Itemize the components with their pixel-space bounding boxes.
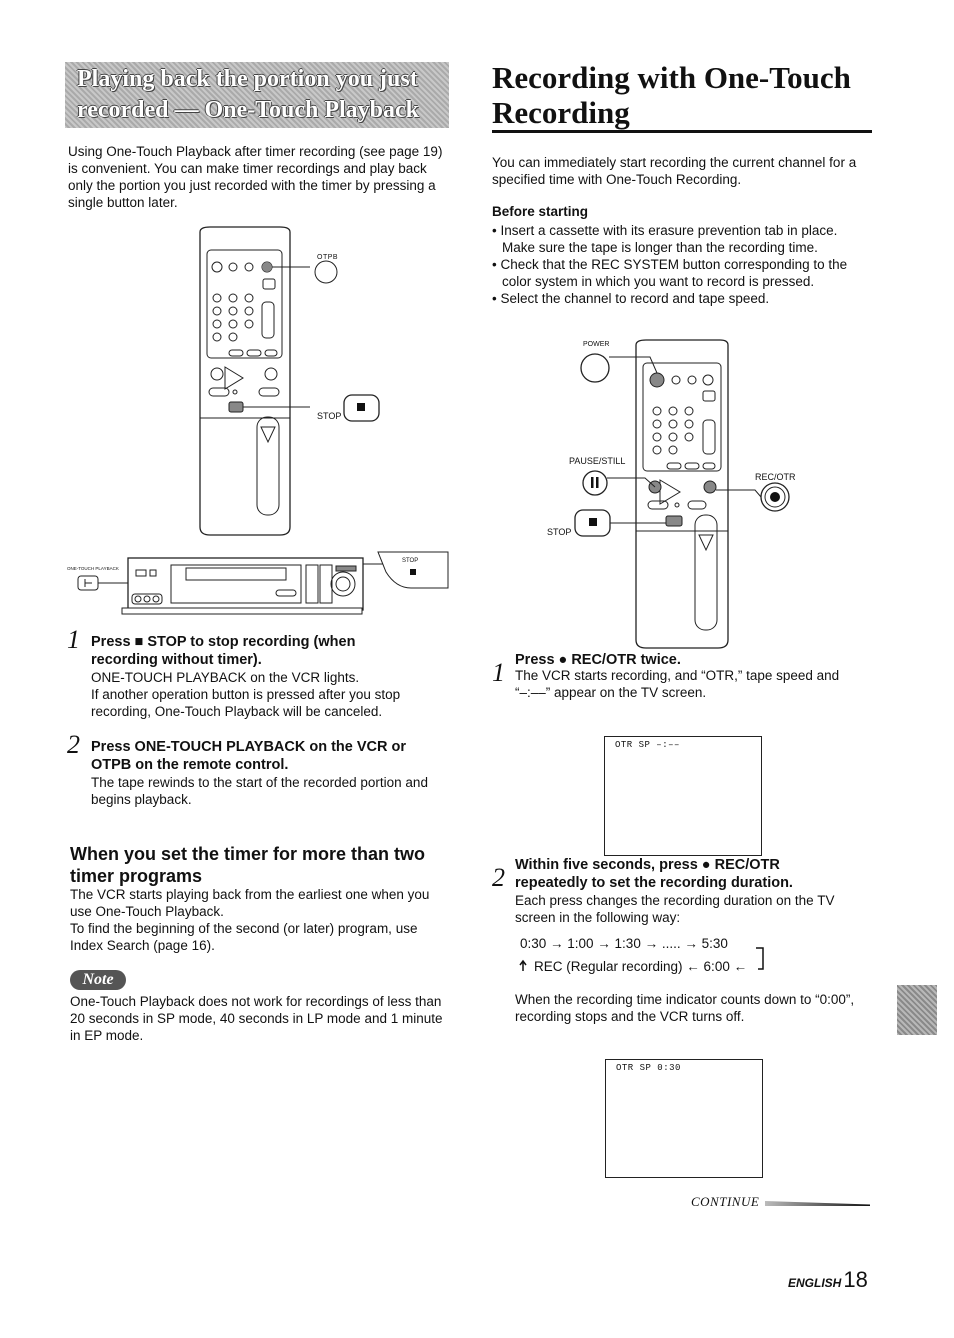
duration-sequence-line2: REC (Regular recording) ← 6:00 ← — [534, 959, 748, 974]
section-side-tab — [897, 985, 937, 1035]
sub-body: The VCR starts playing back from the ear… — [70, 887, 430, 919]
footer-language: ENGLISH — [788, 1276, 842, 1290]
step-body: Each press changes the recording duratio… — [515, 893, 835, 925]
remote-control-illustration — [199, 226, 380, 536]
banner-title-line2: recorded — One-Touch Playback — [77, 97, 420, 123]
remote-control-illustration — [574, 339, 790, 649]
page-number: 18 — [843, 1267, 868, 1292]
page-title: Recording with One-Touch Recording — [492, 60, 851, 130]
step-after: When the recording time indicator counts… — [515, 992, 855, 1024]
step-number: 2 — [67, 730, 80, 759]
note-text: One-Touch Playback does not work for rec… — [70, 994, 443, 1043]
otpb-label: OTPB — [317, 254, 339, 261]
vcr-illustration — [77, 551, 449, 615]
note-badge: Note — [70, 970, 126, 990]
step-body: The tape rewinds to the start of the rec… — [91, 775, 428, 807]
vcr-otpb-label: ONE-TOUCH PLAYBACK — [67, 566, 119, 571]
tv-screen: OTR SP 0:30 — [605, 1059, 763, 1178]
section-banner: Playing back the portion you just record… — [65, 62, 449, 128]
remote-stop-label: STOP — [317, 411, 342, 421]
rec-otr-label: REC/OTR — [755, 472, 796, 482]
step-title: Press ONE-TOUCH PLAYBACK on the VCR or O… — [91, 739, 407, 773]
banner-title-line1: Playing back the portion you just — [77, 66, 418, 92]
step-number: 1 — [492, 658, 505, 687]
before-starting-heading: Before starting — [492, 204, 589, 219]
page-footer: ENGLISH 18 — [788, 1267, 868, 1293]
cycle-arrow-icon — [519, 947, 764, 971]
step-title: Press ● REC/OTR twice. — [515, 652, 681, 668]
title-rule — [492, 130, 872, 133]
right-stop-label: STOP — [547, 527, 572, 537]
sub-body: To find the beginning of the second (or … — [70, 921, 418, 953]
tv-screen: OTR SP –:–– — [604, 736, 762, 856]
step-body: If another operation button is pressed a… — [91, 687, 401, 719]
list-item: • Select the channel to record and tape … — [492, 291, 770, 306]
before-starting-list: • Insert a cassette with its erasure pre… — [492, 222, 870, 307]
step-body: ONE-TOUCH PLAYBACK on the VCR lights. — [91, 670, 360, 685]
continue-label: CONTINUE — [691, 1194, 760, 1209]
power-label: POWER — [583, 341, 610, 348]
step-body: The VCR starts recording, and “OTR,” tap… — [515, 668, 840, 700]
step-title: Press ■ STOP to stop recording (when rec… — [91, 634, 356, 668]
right-intro: You can immediately start recording the … — [492, 155, 857, 187]
pause-still-label: PAUSE/STILL — [569, 456, 626, 466]
list-item: • Check that the REC SYSTEM button corre… — [492, 257, 848, 289]
step-title: Within five seconds, press ● REC/OTR rep… — [515, 857, 793, 891]
continue-arrow — [765, 1201, 870, 1206]
duration-sequence: 0:30 → 1:00 → 1:30 → ..... → 5:30 REC (R… — [520, 935, 747, 976]
list-item: • Insert a cassette with its erasure pre… — [492, 223, 838, 255]
left-intro: Using One-Touch Playback after timer rec… — [68, 144, 443, 210]
tv-screen-text: OTR SP 0:30 — [616, 1063, 681, 1073]
duration-sequence-line1: 0:30 → 1:00 → 1:30 → ..... → 5:30 — [520, 936, 728, 951]
tv-screen-text: OTR SP –:–– — [615, 740, 680, 750]
step-number: 2 — [492, 863, 505, 892]
subheading: When you set the timer for more than two… — [70, 844, 426, 886]
vcr-stop-label: STOP — [402, 558, 419, 564]
step-number: 1 — [67, 625, 80, 654]
